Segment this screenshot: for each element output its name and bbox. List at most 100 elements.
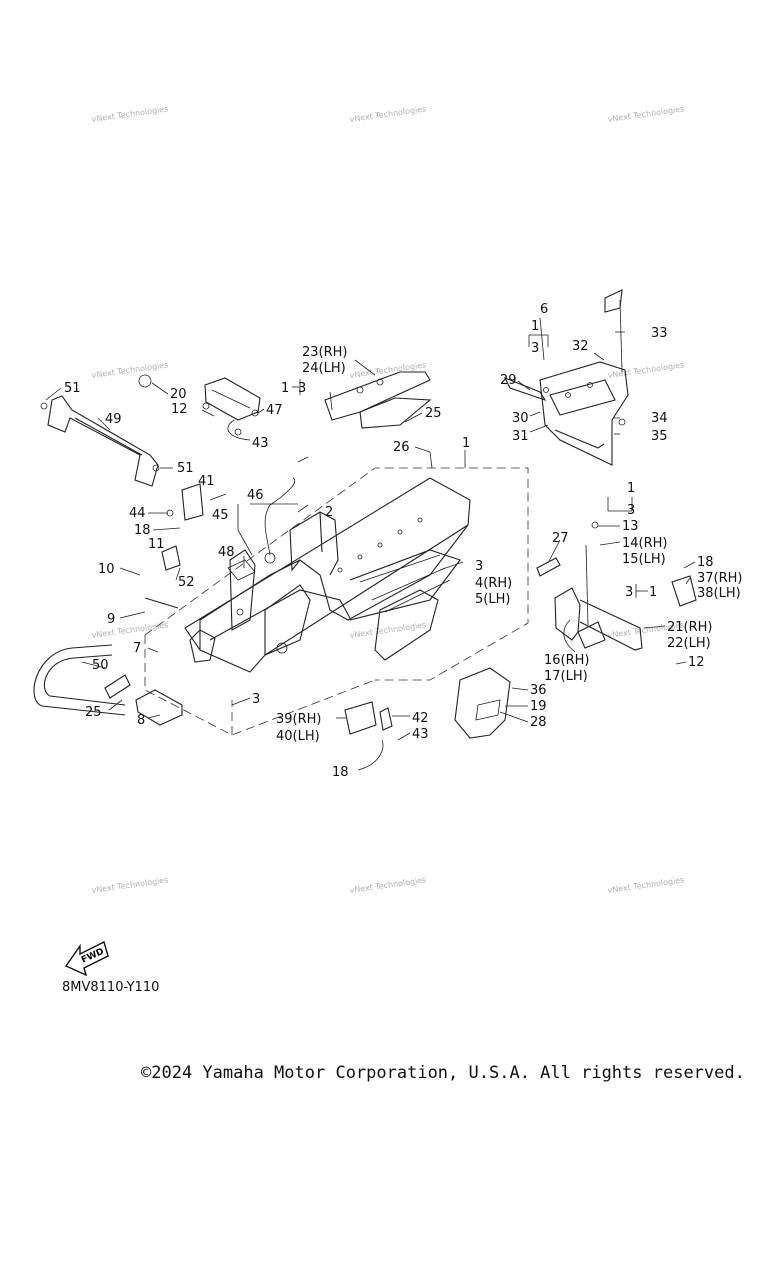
- callout-label: 51: [64, 381, 81, 396]
- watermark: vNext Technologies: [607, 875, 685, 895]
- watermark: vNext Technologies: [91, 875, 169, 895]
- callout-label: 3: [531, 341, 539, 356]
- watermark: vNext Technologies: [349, 875, 427, 895]
- callout-label: 43: [252, 436, 269, 451]
- watermark: vNext Technologies: [91, 360, 169, 380]
- watermark: vNext Technologies: [607, 104, 685, 124]
- callout-label: 40(LH): [276, 729, 320, 744]
- callouts: 1 1 1 1 1 2 3 3 3 3 3 3 3 6 7 8 9 10 11 …: [64, 302, 743, 780]
- callout-label: 3: [252, 692, 260, 707]
- callout-label: 51: [177, 461, 194, 476]
- callout-label: 3: [627, 503, 635, 518]
- rear-bumper-assembly: [503, 289, 629, 466]
- callout-label: 39(RH): [276, 712, 322, 727]
- bracket-8: [135, 689, 183, 726]
- callout-label: 1: [627, 481, 635, 496]
- callout-label: 18: [697, 555, 714, 570]
- watermark: vNext Technologies: [607, 360, 685, 380]
- callout-label: 45: [212, 508, 229, 523]
- watermarks: vNext Technologies vNext Technologies vN…: [91, 104, 685, 895]
- callout-label: 44: [129, 506, 146, 521]
- running-board: [324, 371, 432, 429]
- callout-label: 37(RH): [697, 571, 743, 586]
- callout-label: 15(LH): [622, 552, 666, 567]
- callout-label: 33: [651, 326, 668, 341]
- callout-label: 30: [512, 411, 529, 426]
- callout-label: 20: [170, 387, 187, 402]
- diagram-code: 8MV8110-Y110: [62, 980, 160, 995]
- callout-label: 8: [137, 713, 145, 728]
- callout-label: 24(LH): [302, 361, 346, 376]
- callout-label: 14(RH): [622, 536, 668, 551]
- callout-label: 6: [540, 302, 548, 317]
- harness-cable: [264, 477, 296, 564]
- callout-label: 29: [500, 373, 517, 388]
- callout-label: 22(LH): [667, 636, 711, 651]
- callout-label: 3: [475, 559, 483, 574]
- callout-label: 11: [148, 537, 165, 552]
- callout-label: 18: [134, 523, 151, 538]
- callout-label: 17(LH): [544, 669, 588, 684]
- callout-label: 1: [462, 436, 470, 451]
- callout-label: 49: [105, 412, 122, 427]
- callout-label: 25: [425, 406, 442, 421]
- callout-label: 42: [412, 711, 429, 726]
- callout-label: 12: [171, 402, 188, 417]
- callout-label: 4(RH): [475, 576, 512, 591]
- callout-label: 3: [298, 381, 306, 396]
- callout-label: 1: [649, 585, 657, 600]
- bracket-41: [166, 483, 204, 521]
- callout-label: 19: [530, 699, 547, 714]
- frame-outline: [144, 467, 529, 736]
- step-assembly-right: [554, 521, 697, 651]
- callout-label: 9: [107, 612, 115, 627]
- fwd-arrow: FWD: [64, 940, 109, 977]
- copyright: ©2024 Yamaha Motor Corporation, U.S.A. A…: [141, 1063, 745, 1083]
- callout-label: 35: [651, 429, 668, 444]
- callout-label: 13: [622, 519, 639, 534]
- watermark: vNext Technologies: [91, 104, 169, 124]
- latch-bracket: [138, 374, 261, 436]
- callout-label: 12: [688, 655, 705, 670]
- front-bumper-assembly: [40, 395, 160, 487]
- chassis-frame: [184, 477, 471, 673]
- callout-label: 28: [530, 715, 547, 730]
- callout-label: 21(RH): [667, 620, 713, 635]
- callout-label: 10: [98, 562, 115, 577]
- callout-label: 46: [247, 488, 264, 503]
- tow-handle-50: [33, 644, 131, 716]
- callout-label: 36: [530, 683, 547, 698]
- callout-label: 1: [531, 319, 539, 334]
- clip-11: [161, 545, 181, 571]
- callout-label: 3: [625, 585, 633, 600]
- leader-lines: [45, 317, 696, 771]
- callout-label: 41: [198, 474, 215, 489]
- mud-flap: [454, 667, 511, 739]
- callout-label: 26: [393, 440, 410, 455]
- callout-label: 23(RH): [302, 345, 348, 360]
- callout-label: 38(LH): [697, 586, 741, 601]
- callout-label: 25: [85, 705, 102, 720]
- callout-label: 27: [552, 531, 569, 546]
- callout-label: 47: [266, 403, 283, 418]
- callout-label: 1: [281, 381, 289, 396]
- callout-label: 48: [218, 545, 235, 560]
- callout-label: 5(LH): [475, 592, 510, 607]
- callout-label: 16(RH): [544, 653, 590, 668]
- decal-48: [227, 559, 256, 581]
- watermark: vNext Technologies: [91, 620, 169, 640]
- callout-label: 34: [651, 411, 668, 426]
- watermark: vNext Technologies: [349, 620, 427, 640]
- callout-label: 31: [512, 429, 529, 444]
- bracket-39-40: [344, 701, 393, 735]
- callout-label: 52: [178, 575, 195, 590]
- callout-label: 32: [572, 339, 589, 354]
- callout-label: 2: [325, 505, 333, 520]
- strap-9: [144, 597, 179, 609]
- side-panel-27: [536, 557, 561, 577]
- watermark: vNext Technologies: [349, 104, 427, 124]
- callout-label: 50: [92, 658, 109, 673]
- callout-label: 18: [332, 765, 349, 780]
- callout-label: 43: [412, 727, 429, 742]
